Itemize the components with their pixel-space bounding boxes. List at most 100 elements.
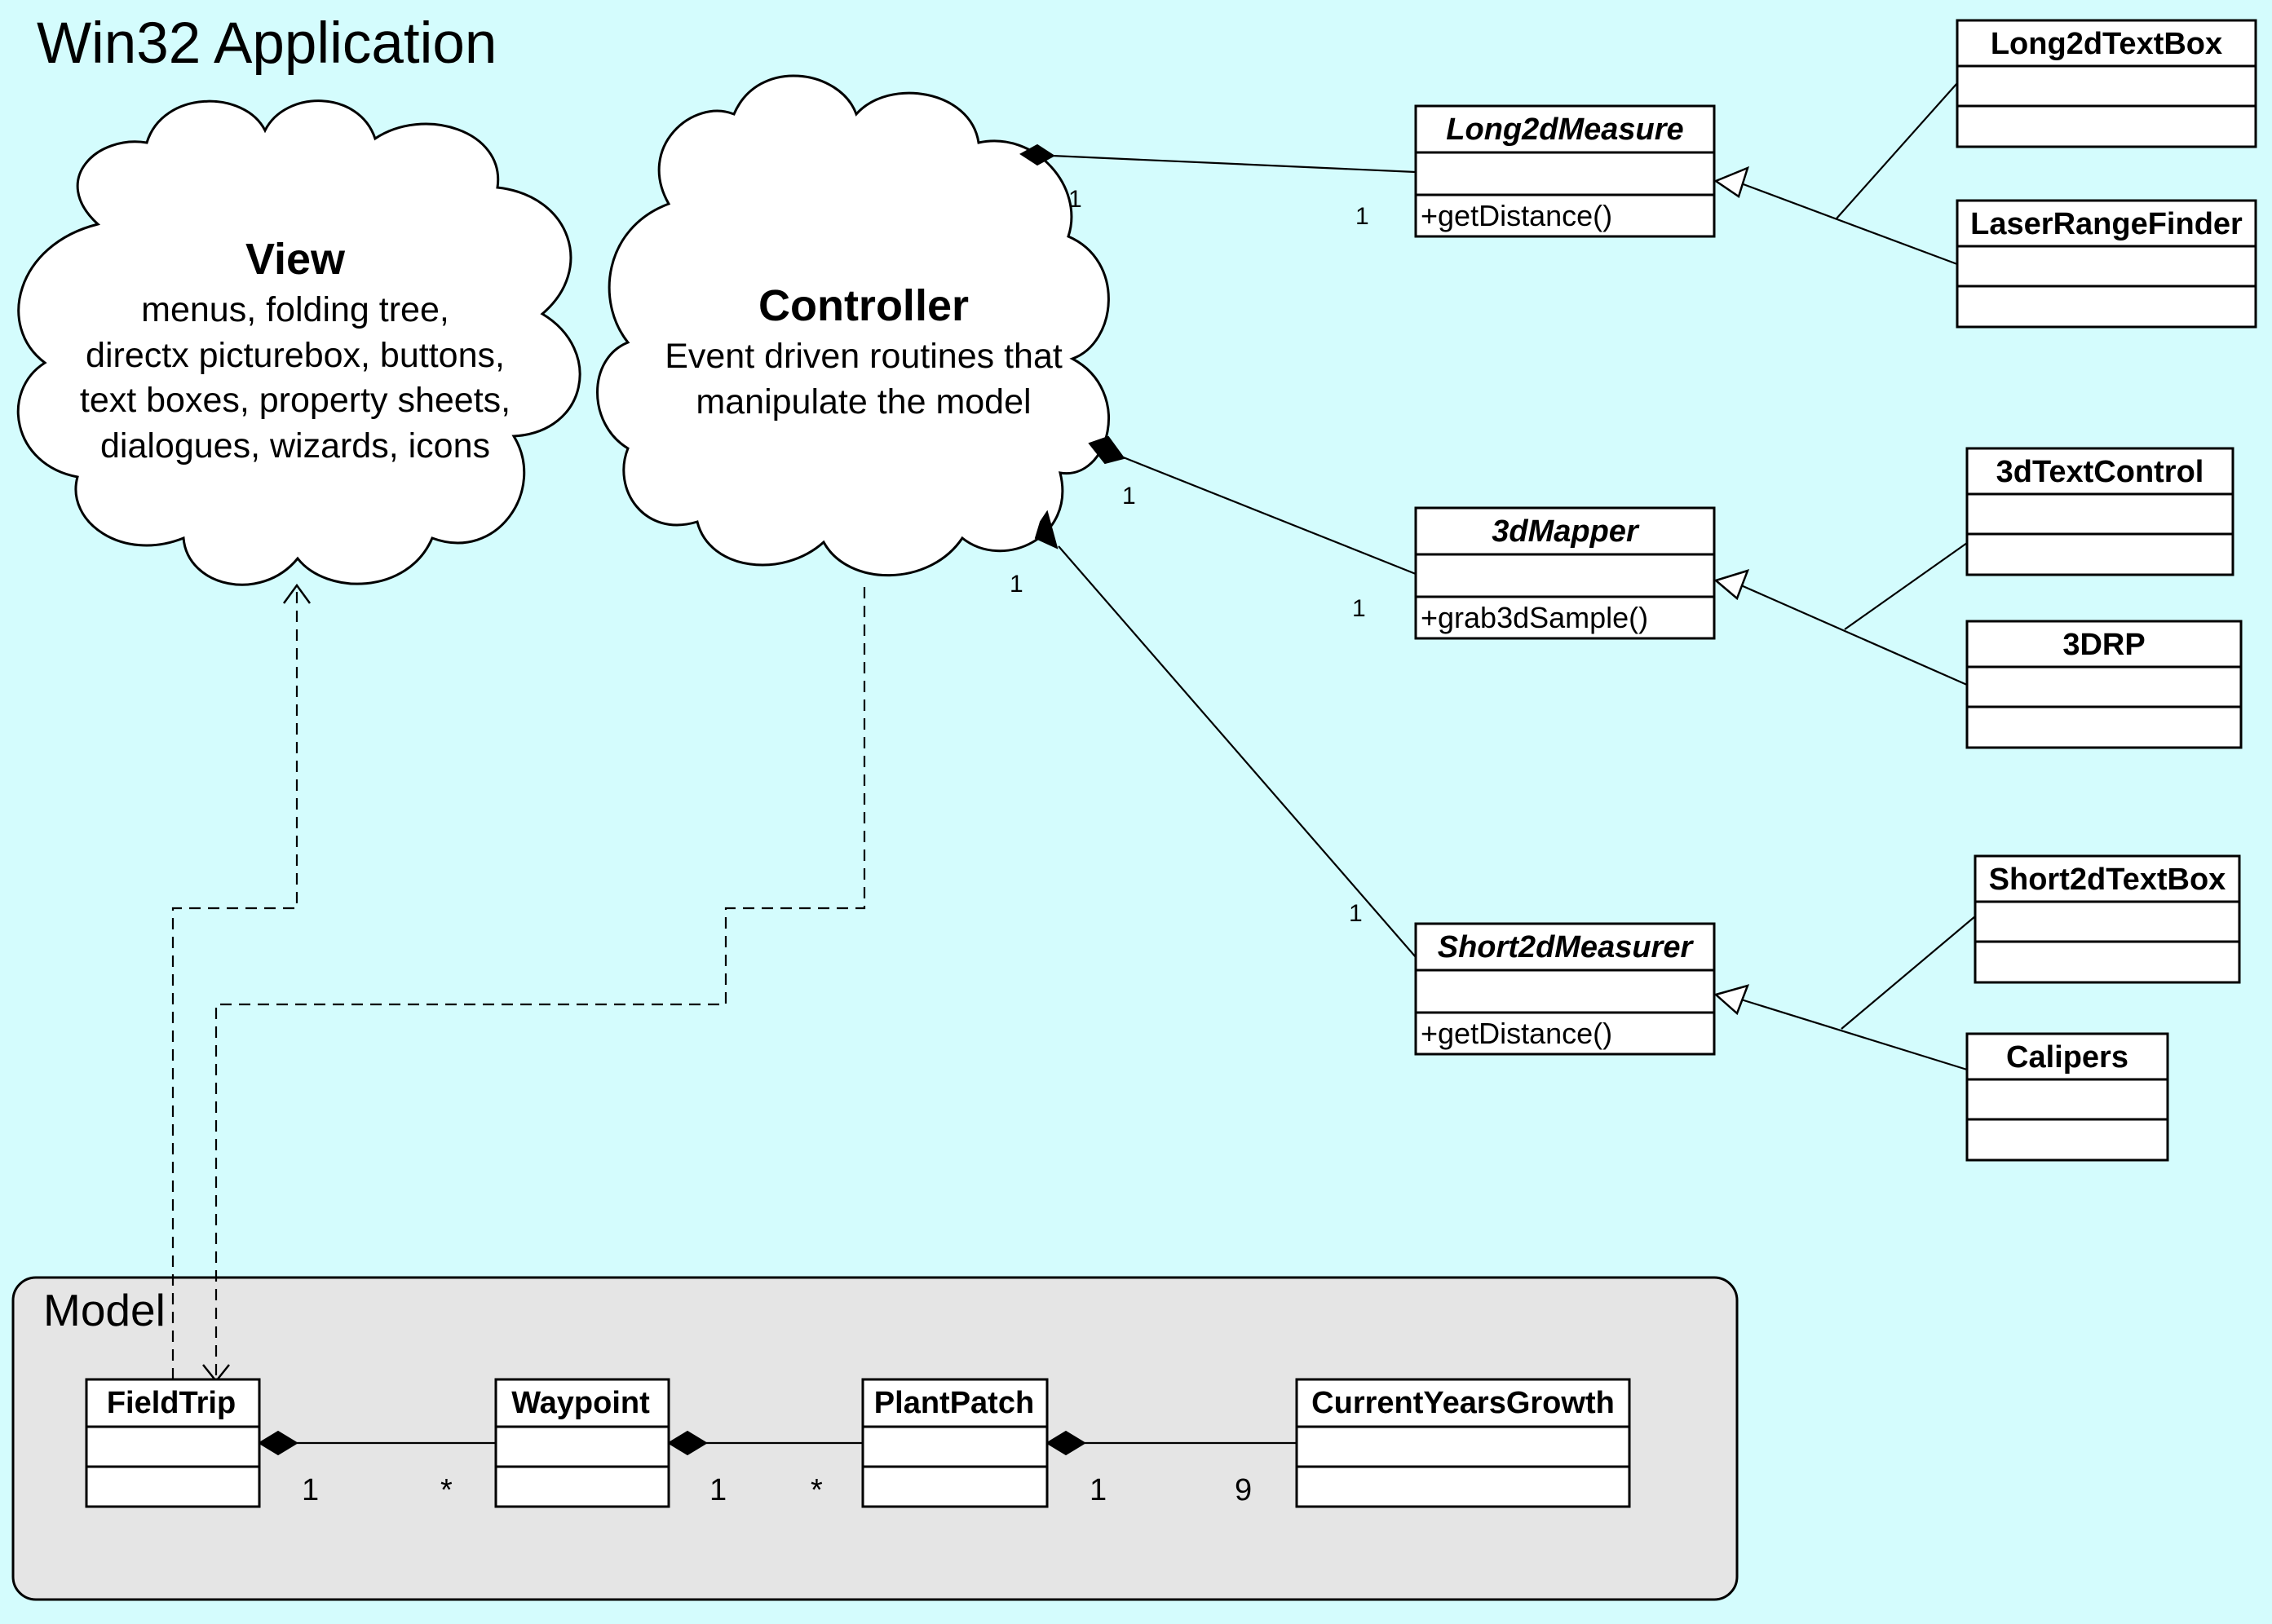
class-method: +grab3dSample(): [1421, 601, 1648, 634]
controller-cloud-line: manipulate the model: [696, 382, 1031, 421]
class-box: [85, 1378, 261, 1508]
class-name: Calipers: [2006, 1040, 2128, 1075]
generalization-triangle: [1713, 569, 1750, 601]
multiplicity-label: 1: [1355, 203, 1369, 230]
class-short2dtextbox: Short2dTextBox: [1974, 854, 2241, 984]
class-name: FieldTrip: [107, 1386, 236, 1420]
class-name: PlantPatch: [874, 1386, 1034, 1420]
class-name: Waypoint: [511, 1386, 650, 1420]
view-cloud-line: directx picturebox, buttons,: [86, 336, 505, 375]
generalization-line: [1841, 916, 1976, 1030]
class-box: [1956, 199, 2257, 329]
composition-diamond: [1019, 143, 1055, 166]
class-fieldtrip: FieldTrip: [85, 1378, 261, 1508]
multiplicity-label: *: [440, 1473, 453, 1507]
class-box: [494, 1378, 670, 1508]
class-box: [1965, 447, 2234, 576]
generalization-triangle: [1713, 165, 1749, 198]
class-long2dmeasure: Long2dMeasure +getDistance(): [1414, 104, 1716, 238]
association-fieldtrip-waypoint: 1 *: [258, 1430, 496, 1507]
composition-diamond: [258, 1430, 298, 1456]
class-short2dmeasurer: Short2dMeasurer +getDistance(): [1414, 922, 1716, 1056]
association-line: [1051, 154, 1417, 174]
diagram-title: Win32 Application: [37, 11, 497, 76]
class-waypoint: Waypoint: [494, 1378, 670, 1508]
class-3dtextcontrol: 3dTextControl: [1965, 447, 2234, 576]
view-cloud-shape: [16, 99, 581, 586]
dependency-line: [214, 587, 866, 1378]
generalization-line: [1836, 82, 1958, 219]
class-name: LaserRangeFinder: [1970, 207, 2243, 241]
class-method: +getDistance(): [1421, 1017, 1612, 1050]
class-3dmapper: 3dMapper +grab3dSample(): [1414, 506, 1716, 640]
multiplicity-label: 1: [1068, 186, 1082, 213]
view-cloud-line: dialogues, wizards, icons: [100, 426, 490, 466]
association-line: [1121, 455, 1417, 576]
generalization-line: [1740, 182, 1958, 266]
view-cloud-line: text boxes, property sheets,: [80, 381, 511, 420]
composition-diamond: [667, 1430, 708, 1456]
class-name: Short2dMeasurer: [1438, 930, 1695, 964]
class-name: 3DRP: [2062, 628, 2145, 662]
class-name: Long2dMeasure: [1446, 113, 1683, 147]
generalization-line: [1740, 584, 1968, 686]
class-3drp: 3DRP: [1965, 620, 2243, 749]
multiplicity-label: 1: [1122, 483, 1136, 510]
multiplicity-label: 1: [1349, 900, 1363, 927]
class-box: [861, 1378, 1049, 1508]
dependency-arrowhead: [282, 583, 312, 604]
class-box: [1414, 104, 1716, 238]
multiplicity-label: 1: [1090, 1473, 1107, 1507]
composition-controller-short2dmeasurer: 1 1: [1010, 510, 1417, 958]
class-box: [1414, 506, 1716, 640]
association-line: [1058, 545, 1417, 958]
controller-cloud-line: Event driven routines that: [665, 337, 1063, 376]
controller-cloud-shape: [596, 74, 1110, 577]
composition-controller-long2dmeasure: 1 1: [1019, 143, 1417, 230]
view-cloud-line: menus, folding tree,: [141, 290, 449, 329]
multiplicity-label: 1: [709, 1473, 727, 1507]
controller-cloud: Controller Event driven routines that ma…: [596, 74, 1110, 577]
dependency-line: [171, 589, 298, 1379]
class-calipers: Calipers: [1965, 1032, 2169, 1162]
multiplicity-label: 1: [1010, 571, 1023, 598]
class-name: CurrentYearsGrowth: [1311, 1386, 1615, 1420]
composition-diamond: [1034, 510, 1059, 549]
class-name: 3dMapper: [1492, 514, 1640, 549]
association-plantpatch-currentyearsgrowth: 1 9: [1045, 1430, 1297, 1507]
class-box: [1965, 1032, 2169, 1162]
dependency-fieldtrip-to-view: [171, 583, 312, 1379]
class-box: [1965, 620, 2243, 749]
class-currentyearsgrowth: CurrentYearsGrowth: [1295, 1378, 1631, 1508]
composition-diamond: [1088, 435, 1125, 465]
generalization-triangle: [1713, 984, 1750, 1016]
generalization-long2dmeasure: [1713, 82, 1958, 266]
multiplicity-label: 9: [1235, 1473, 1252, 1507]
association-waypoint-plantpatch: 1 *: [667, 1430, 863, 1507]
composition-diamond: [1045, 1430, 1086, 1456]
generalization-line: [1740, 998, 1968, 1071]
multiplicity-label: *: [811, 1473, 823, 1507]
class-box: [1295, 1378, 1631, 1508]
class-name: Long2dTextBox: [1991, 27, 2222, 61]
class-box: [1414, 922, 1716, 1056]
class-name: 3dTextControl: [1996, 455, 2204, 489]
multiplicity-label: 1: [1352, 595, 1366, 622]
composition-controller-3dmapper: 1 1: [1088, 435, 1417, 622]
model-package-label: Model: [43, 1285, 166, 1335]
class-box: [1956, 19, 2257, 148]
class-method: +getDistance(): [1421, 199, 1612, 232]
generalization-3dmapper: [1713, 542, 1968, 686]
class-name: Short2dTextBox: [1989, 863, 2226, 897]
class-plantpatch: PlantPatch: [861, 1378, 1049, 1508]
view-cloud-title: View: [245, 235, 346, 284]
multiplicity-label: 1: [302, 1473, 319, 1507]
dependency-controller-to-fieldtrip: [202, 587, 866, 1383]
class-box: [1974, 854, 2241, 984]
generalization-line: [1844, 542, 1968, 630]
view-cloud: View menus, folding tree, directx pictur…: [16, 99, 581, 586]
class-long2dtextbox: Long2dTextBox: [1956, 19, 2257, 148]
class-laserrangefinder: LaserRangeFinder: [1956, 199, 2257, 329]
